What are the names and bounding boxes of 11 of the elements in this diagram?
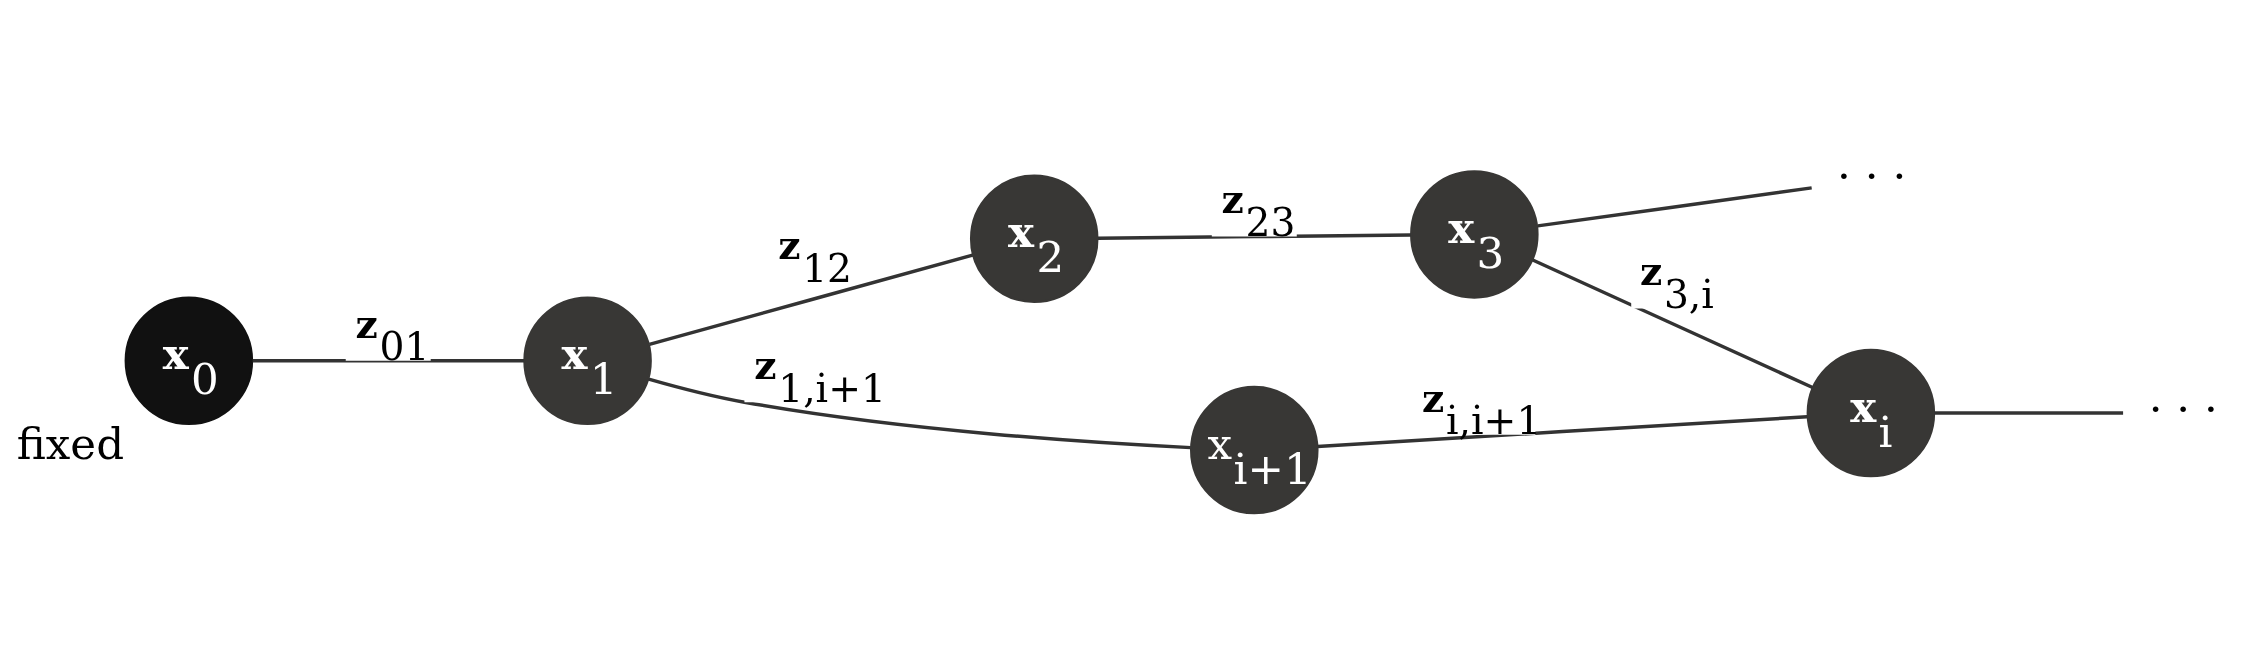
connector [1537, 186, 1812, 228]
connector [648, 377, 1191, 450]
connector [252, 359, 525, 363]
connector [1531, 258, 1814, 390]
node-text: · · · [1837, 150, 1907, 201]
connector [1097, 233, 1411, 240]
node-label: fixed [16, 418, 125, 469]
connector [1934, 411, 2124, 415]
connector [648, 253, 974, 346]
node-text: · · · [2148, 383, 2218, 434]
connector [1317, 415, 1808, 449]
